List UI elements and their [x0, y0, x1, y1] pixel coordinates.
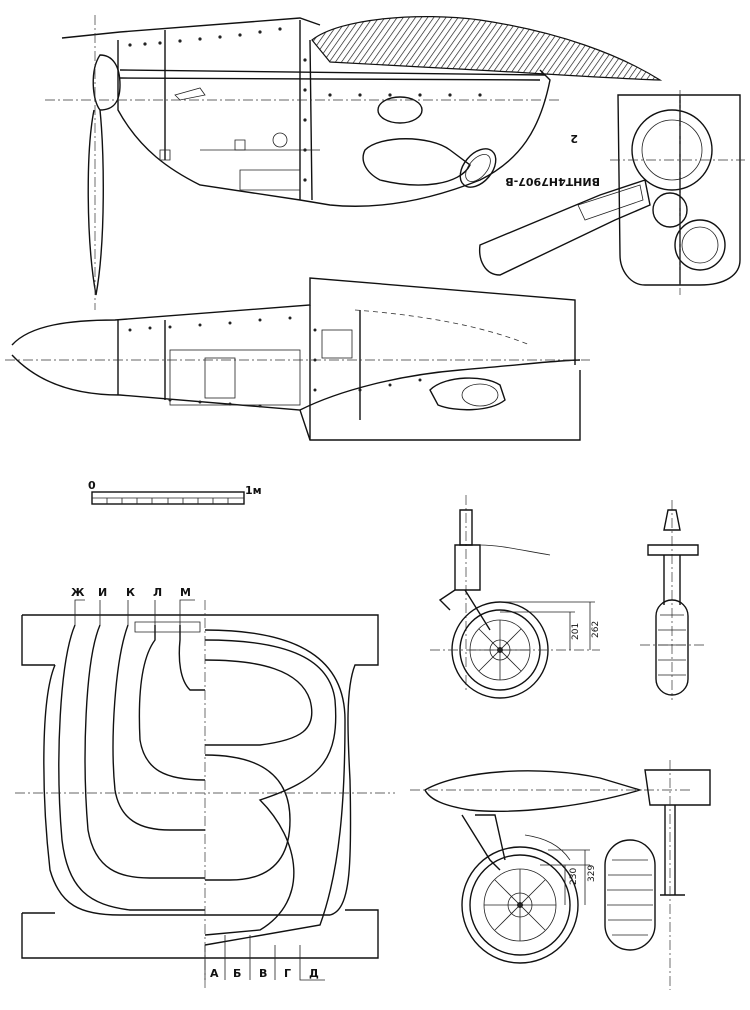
- section-label-d: Д: [309, 967, 319, 980]
- dim-230: 230: [569, 868, 579, 885]
- landing-gear-front-view: [640, 500, 705, 700]
- prop-caption-line1: ВИНТ4Н7907-В: [505, 175, 600, 188]
- wing-gear-retraction-view: 329 230: [410, 760, 711, 990]
- section-label-a: А: [210, 967, 219, 980]
- section-label-k: К: [126, 586, 135, 599]
- scale-start-label: 0: [88, 479, 96, 492]
- section-label-l: Л: [153, 586, 162, 599]
- dim-201: 201: [571, 623, 581, 640]
- scale-end-label: 1м: [245, 484, 262, 497]
- nacelle-side-view-top: [45, 15, 663, 310]
- section-label-v: В: [259, 967, 267, 980]
- section-label-m: М: [180, 586, 191, 599]
- scale-bar: 0 1м: [88, 479, 262, 505]
- wing-section-hatched: [311, 16, 663, 81]
- section-label-g: Г: [284, 967, 291, 980]
- dim-262: 262: [591, 621, 601, 638]
- section-label-zh: Ж: [71, 586, 85, 599]
- section-label-b: Б: [233, 967, 241, 980]
- prop-caption-line2: 2: [570, 132, 578, 145]
- propeller-blade-detail: ВИНТ4Н7907-В 2: [478, 132, 651, 276]
- landing-gear-side-view: 262 201: [430, 495, 601, 699]
- nacelle-front-view: [610, 90, 745, 295]
- nacelle-side-view-middle: [5, 277, 590, 441]
- section-label-i: И: [98, 586, 107, 599]
- dim-329: 329: [587, 865, 597, 882]
- nacelle-cross-sections: Ж И К Л М А Б В Г Д: [15, 586, 395, 990]
